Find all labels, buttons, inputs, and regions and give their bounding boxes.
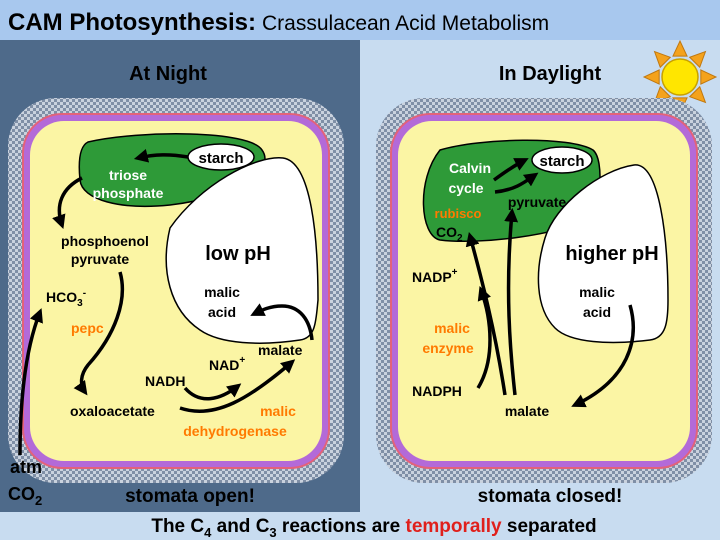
- night-malic-acid-label-1: malic: [204, 284, 240, 300]
- title-bar: [0, 0, 720, 40]
- day-starch-label: starch: [539, 153, 584, 170]
- night-starch-label: starch: [198, 150, 243, 167]
- footer-bar: [0, 512, 720, 540]
- arrow-pep-to-oxaloacetate: [73, 271, 125, 396]
- malic-dehydrogenase-label-1: malic: [260, 403, 296, 419]
- footer-caption: The C4 and C3 reactions are temporally s…: [151, 516, 596, 540]
- stomata-open-label: stomata open!: [125, 486, 255, 507]
- arrow-malate-to-co2: [465, 231, 507, 396]
- sun-ray: [700, 69, 718, 85]
- sun-ray: [688, 85, 707, 104]
- malic-enzyme-label-2: enzyme: [422, 340, 474, 356]
- arrow-vacuole-to-malate: [571, 304, 635, 408]
- nad-label: NAD+: [209, 355, 245, 373]
- arrow-malate-to-pyruvate: [504, 207, 519, 396]
- day-malic-acid-label-2: acid: [583, 304, 611, 320]
- sun-ray: [653, 50, 672, 69]
- malic-enzyme-label-1: malic: [434, 320, 470, 336]
- rubisco-label: rubisco: [435, 206, 482, 221]
- phosphate-label: phosphate: [93, 185, 164, 201]
- atm-label: atm: [10, 457, 42, 477]
- pyruvate-label: pyruvate: [71, 251, 130, 267]
- night-malic-acid-label-2: acid: [208, 304, 236, 320]
- pepc-label: pepc: [71, 320, 104, 336]
- vacuole: [165, 157, 319, 344]
- vacuole: [537, 164, 669, 344]
- atm-co2-label: CO2: [8, 484, 42, 508]
- night-cell: starch triose phosphate phosphoenol pyru…: [8, 98, 344, 483]
- arrow-nadh-to-nad: [183, 383, 242, 401]
- day-malic-acid-label-1: malic: [579, 284, 615, 300]
- arrow-triose-to-pep: [52, 176, 83, 229]
- arrow-calvin-to-starch-2: [494, 172, 539, 194]
- night-malate-label: malate: [258, 342, 303, 358]
- nadh-label: NADH: [145, 373, 185, 389]
- arrow-calvin-to-starch: [492, 158, 529, 182]
- sun-ray: [642, 69, 660, 85]
- triose-label: triose: [109, 167, 147, 183]
- starch-granule: [531, 146, 593, 174]
- arrow-starch-to-triose: [133, 148, 189, 163]
- nadph-label: NADPH: [412, 383, 462, 399]
- arrow-oxaloacetate-to-malate: [179, 359, 296, 414]
- calvin-label: Calvin: [449, 160, 491, 176]
- oxaloacetate-label: oxaloacetate: [70, 403, 155, 419]
- page-title: CAM Photosynthesis:Crassulacean Acid Met…: [8, 9, 549, 36]
- temporally-emphasis: temporally: [406, 516, 503, 537]
- higher-ph-label: higher pH: [565, 243, 658, 265]
- stomata-closed-label: stomata closed!: [478, 486, 623, 507]
- nadp-label: NADP+: [412, 267, 458, 285]
- day-heading: In Daylight: [499, 63, 602, 85]
- arrow-atm-co2-uptake: [18, 308, 43, 456]
- hco3-label: HCO3-: [46, 288, 86, 309]
- day-co2-label: CO2: [436, 224, 463, 244]
- cycle-label: cycle: [448, 180, 483, 196]
- sun-ray: [688, 50, 707, 69]
- arrow-nadph-to-nadp: [476, 286, 492, 389]
- low-ph-label: low pH: [205, 243, 271, 265]
- day-malate-label: malate: [505, 403, 550, 419]
- day-cell: Calvin cycle starch pyruvate rubisco CO2…: [376, 98, 712, 483]
- day-pyruvate-label: pyruvate: [508, 194, 567, 210]
- sun-ray: [672, 39, 688, 57]
- malic-dehydrogenase-label-2: dehydrogenase: [183, 423, 287, 439]
- arrow-malate-to-vacuole: [250, 303, 314, 341]
- phosphoenol-label: phosphoenol: [61, 233, 149, 249]
- night-heading: At Night: [129, 63, 207, 85]
